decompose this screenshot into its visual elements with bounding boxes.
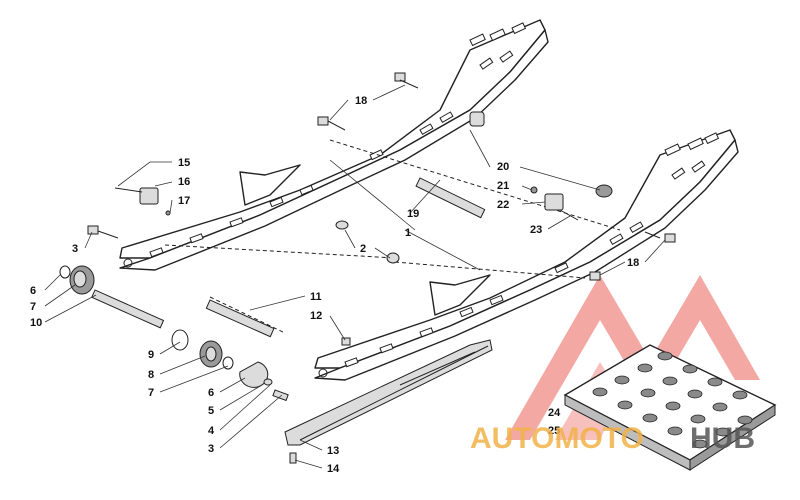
part-label-14: 14 [327, 463, 340, 475]
cross-shafts [164, 139, 621, 338]
part-label-6-lower: 6 [208, 387, 214, 399]
part-label-4: 4 [208, 425, 215, 437]
part-label-1: 1 [405, 227, 411, 239]
part-label-18-lower: 18 [627, 257, 639, 269]
part-label-24: 24 [548, 407, 561, 419]
front-rail [314, 129, 739, 381]
part-label-16: 16 [178, 176, 190, 188]
part-label-3-upper: 3 [72, 243, 78, 255]
part-number-labels: 18 15 16 17 3 6 7 10 20 21 22 19 1 2 23 … [30, 95, 639, 475]
part-label-6-upper: 6 [30, 285, 36, 297]
rear-rail [119, 19, 549, 271]
part-label-11: 11 [310, 291, 322, 303]
part-label-10: 10 [30, 317, 42, 329]
rear-axle-assembly [59, 265, 289, 402]
part-label-8: 8 [148, 369, 154, 381]
part-label-23: 23 [530, 224, 542, 236]
part-label-25: 25 [548, 425, 560, 437]
slide-rail [284, 339, 493, 446]
part-label-9: 9 [148, 349, 154, 361]
part-label-7-lower: 7 [148, 387, 154, 399]
watermark-automoto: AUTOMOTO [470, 422, 644, 455]
shock-mounts [87, 72, 676, 464]
part-label-20: 20 [497, 161, 509, 173]
part-label-21: 21 [497, 180, 509, 192]
part-label-17: 17 [178, 195, 190, 207]
part-label-15: 15 [178, 157, 190, 169]
track-assembly [563, 344, 777, 471]
part-label-13: 13 [327, 445, 339, 457]
watermark-text: AUTOMOTO HUB [470, 422, 755, 455]
leader-lines [44, 84, 666, 469]
part-label-19: 19 [407, 208, 419, 220]
part-label-18-upper: 18 [355, 95, 367, 107]
part-label-5: 5 [208, 405, 214, 417]
part-label-7-upper: 7 [30, 301, 36, 313]
part-label-3-lower: 3 [208, 443, 214, 455]
part-label-22: 22 [497, 199, 509, 211]
watermark-hub: HUB [690, 422, 755, 455]
part-label-2: 2 [360, 243, 366, 255]
part-label-12: 12 [310, 310, 322, 322]
